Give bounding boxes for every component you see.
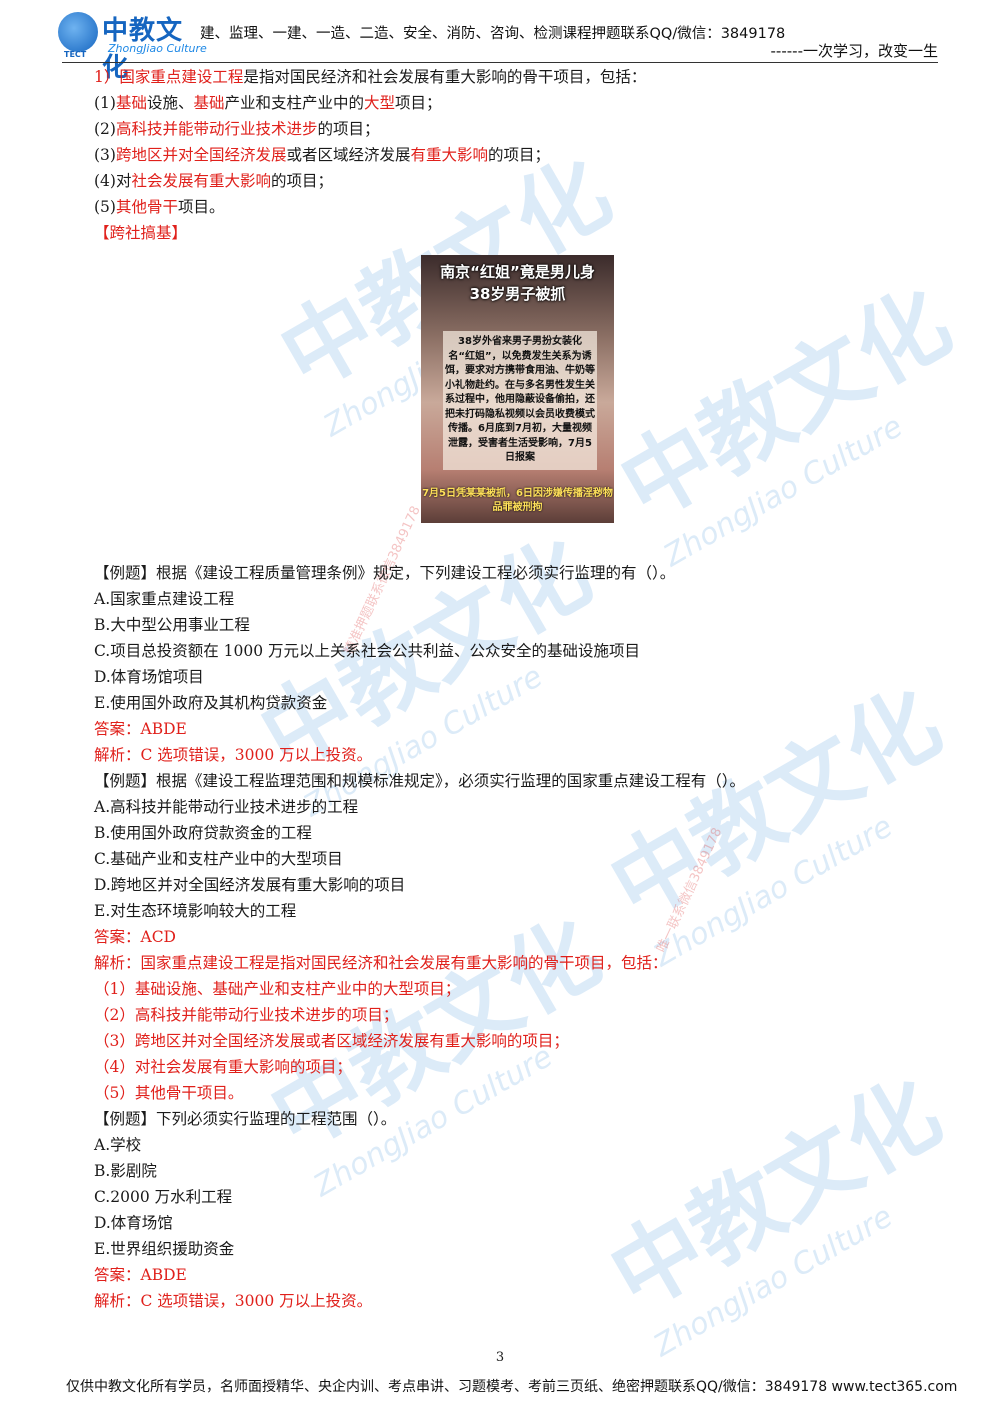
intro-line-3: (2)高科技并能带动行业技术进步的项目； xyxy=(94,120,380,138)
logo-en-text: ZhongJiao Culture xyxy=(108,42,207,55)
q2-answer: 答案：ACD xyxy=(94,928,176,946)
q2-analysis-line: （2）高科技并能带动行业技术进步的项目； xyxy=(94,1006,399,1024)
q2-analysis-line: （4）对社会发展有重大影响的项目； xyxy=(94,1058,352,1076)
q3-analysis: 解析：C 选项错误，3000 万以上投资。 xyxy=(94,1292,373,1310)
page-header: 中教文化 ZhongJiao Culture TECT 建、监理、一建、一造、二… xyxy=(0,0,1000,83)
page-number: 3 xyxy=(495,1350,505,1365)
logo-globe-icon xyxy=(58,12,98,52)
header-contact-text: 建、监理、一建、一造、二造、安全、消防、咨询、检测课程押题联系QQ/微信：384… xyxy=(200,26,786,42)
q3-option: A.学校 xyxy=(94,1136,142,1154)
intro-line-2: (1)基础设施、基础产业和支柱产业中的大型项目； xyxy=(94,94,442,112)
logo-cn-text: 中教文化 xyxy=(102,16,184,83)
q2-analysis-line: （3）跨地区并对全国经济发展或者区域经济发展有重大影响的项目； xyxy=(94,1032,569,1050)
q2-analysis-line: （1）基础设施、基础产业和支柱产业中的大型项目； xyxy=(94,980,461,998)
q2-option: E.对生态环境影响较大的工程 xyxy=(94,902,297,920)
q2-option: C.基础产业和支柱产业中的大型项目 xyxy=(94,850,343,868)
q2-analysis-line: （5）其他骨干项目。 xyxy=(94,1084,244,1102)
section-heading: 【跨社搞基】 xyxy=(94,224,188,242)
q1-option: A.国家重点建设工程 xyxy=(94,590,235,608)
header-divider xyxy=(62,62,938,63)
q1-answer: 答案：ABDE xyxy=(94,720,187,738)
q2-analysis-line: 解析：国家重点建设工程是指对国民经济和社会发展有重大影响的骨干项目，包括： xyxy=(94,954,668,972)
q1-option: D.体育场馆项目 xyxy=(94,668,204,686)
q1-option: B.大中型公用事业工程 xyxy=(94,616,250,634)
q2-option: D.跨地区并对全国经济发展有重大影响的项目 xyxy=(94,876,406,894)
q3-option: E.世界组织援助资金 xyxy=(94,1240,235,1258)
q3-option: C.2000 万水利工程 xyxy=(94,1188,233,1206)
page-footer: 仅供中教文化所有学员，名师面授精华、央企内训、考点串讲、习题模考、考前三页纸、绝… xyxy=(66,1379,958,1395)
q2-option: B.使用国外政府贷款资金的工程 xyxy=(94,824,312,842)
logo-mark-text: TECT xyxy=(64,50,87,59)
q2-stem: 【例题】根据《建设工程监理范围和规模标准规定》，必须实行监理的国家重点建设工程有… xyxy=(94,772,746,790)
news-body-text: 38岁外省来男子男扮女装化名“红姐”，以免费发生关系为诱饵，要求对方携带食用油、… xyxy=(443,331,597,470)
q2-option: A.高科技并能带动行业技术进步的工程 xyxy=(94,798,359,816)
q3-option: B.影剧院 xyxy=(94,1162,157,1180)
news-screenshot-image: 南京“红姐”竟是男儿身 38岁男子被抓 38岁外省来男子男扮女装化名“红姐”，以… xyxy=(421,255,614,523)
header-slogan: ------一次学习，改变一生 xyxy=(770,42,938,60)
news-headline: 南京“红姐”竟是男儿身 38岁男子被抓 xyxy=(440,263,595,303)
q3-answer: 答案：ABDE xyxy=(94,1266,187,1284)
intro-line-5: (4)对社会发展有重大影响的项目； xyxy=(94,172,333,190)
q3-stem: 【例题】下列必须实行监理的工程范围（）。 xyxy=(94,1110,397,1128)
q1-option: E.使用国外政府及其机构贷款资金 xyxy=(94,694,328,712)
intro-line-1: 1）国家重点建设工程是指对国民经济和社会发展有重大影响的骨干项目，包括： xyxy=(94,68,647,86)
intro-line-4: (3)跨地区并对全国经济发展或者区域经济发展有重大影响的项目； xyxy=(94,146,551,164)
q1-stem: 【例题】根据《建设工程质量管理条例》规定，下列建设工程必须实行监理的有（）。 xyxy=(94,564,676,582)
document-body: 1）国家重点建设工程是指对国民经济和社会发展有重大影响的骨干项目，包括： (1)… xyxy=(94,64,934,1314)
q1-analysis: 解析：C 选项错误，3000 万以上投资。 xyxy=(94,746,373,764)
q3-option: D.体育场馆 xyxy=(94,1214,173,1232)
news-footer-caption: 7月5日凭某某被抓，6日因涉嫌传播淫秽物品罪被刑拘 xyxy=(422,488,613,513)
brand-logo: 中教文化 ZhongJiao Culture TECT xyxy=(58,10,208,83)
q1-option: C.项目总投资额在 1000 万元以上关系社会公共利益、公众安全的基础设施项目 xyxy=(94,642,641,660)
intro-line-6: (5)其他骨干项目。 xyxy=(94,198,225,216)
